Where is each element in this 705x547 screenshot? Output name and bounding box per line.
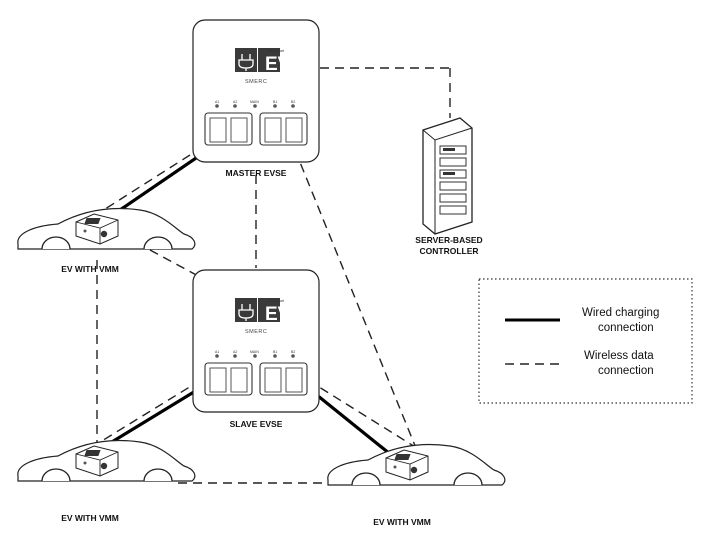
server-label-line1: SERVER-BASED (415, 235, 482, 245)
ev-left-label: EV WITH VMM (61, 264, 119, 274)
legend-wireless-line1: Wireless data (584, 350, 654, 362)
legend: Wired charging connection Wireless data … (478, 278, 693, 404)
master-ind-b2: B2 (291, 100, 295, 104)
master-ind-main: MAIN (250, 100, 259, 104)
legend-wired-line2: connection (598, 322, 654, 334)
master-ind-a2: A2 (233, 100, 237, 104)
ev-bottom-right (327, 443, 506, 486)
master-evse: EV WINSmart SMERC A1 A2 MAIN B1 B2 (192, 19, 320, 163)
slave-brand: SMERC (245, 329, 267, 335)
ev-bottom-right-label: EV WITH VMM (373, 517, 431, 527)
master-evse-label: MASTER EVSE (226, 168, 287, 178)
slave-ind-main: MAIN (250, 350, 259, 354)
master-brand: SMERC (245, 79, 267, 85)
server-icon (422, 117, 473, 235)
legend-wired-line1: Wired charging (582, 307, 659, 319)
ev-bottom-left (17, 439, 196, 482)
slave-evse: EV WINSmart SMERC A1 A2 MAIN B1 B2 (192, 269, 320, 413)
master-logo-ev: EV (265, 54, 291, 75)
slave-evse-label: SLAVE EVSE (230, 419, 283, 429)
master-ind-b1: B1 (273, 100, 277, 104)
ev-bottom-left-label: EV WITH VMM (61, 513, 119, 523)
server-label-line2: CONTROLLER (419, 246, 478, 256)
slave-logo-subtext: WINSmart (268, 299, 284, 303)
slave-ind-b1: B1 (273, 350, 277, 354)
slave-ind-b2: B2 (291, 350, 295, 354)
master-logo-subtext: WINSmart (268, 49, 284, 53)
legend-wireless-line2: connection (598, 365, 654, 377)
master-ind-a1: A1 (215, 100, 219, 104)
slave-ind-a1: A1 (215, 350, 219, 354)
ev-left (17, 207, 196, 250)
slave-ind-a2: A2 (233, 350, 237, 354)
slave-logo-ev: EV (265, 304, 291, 325)
